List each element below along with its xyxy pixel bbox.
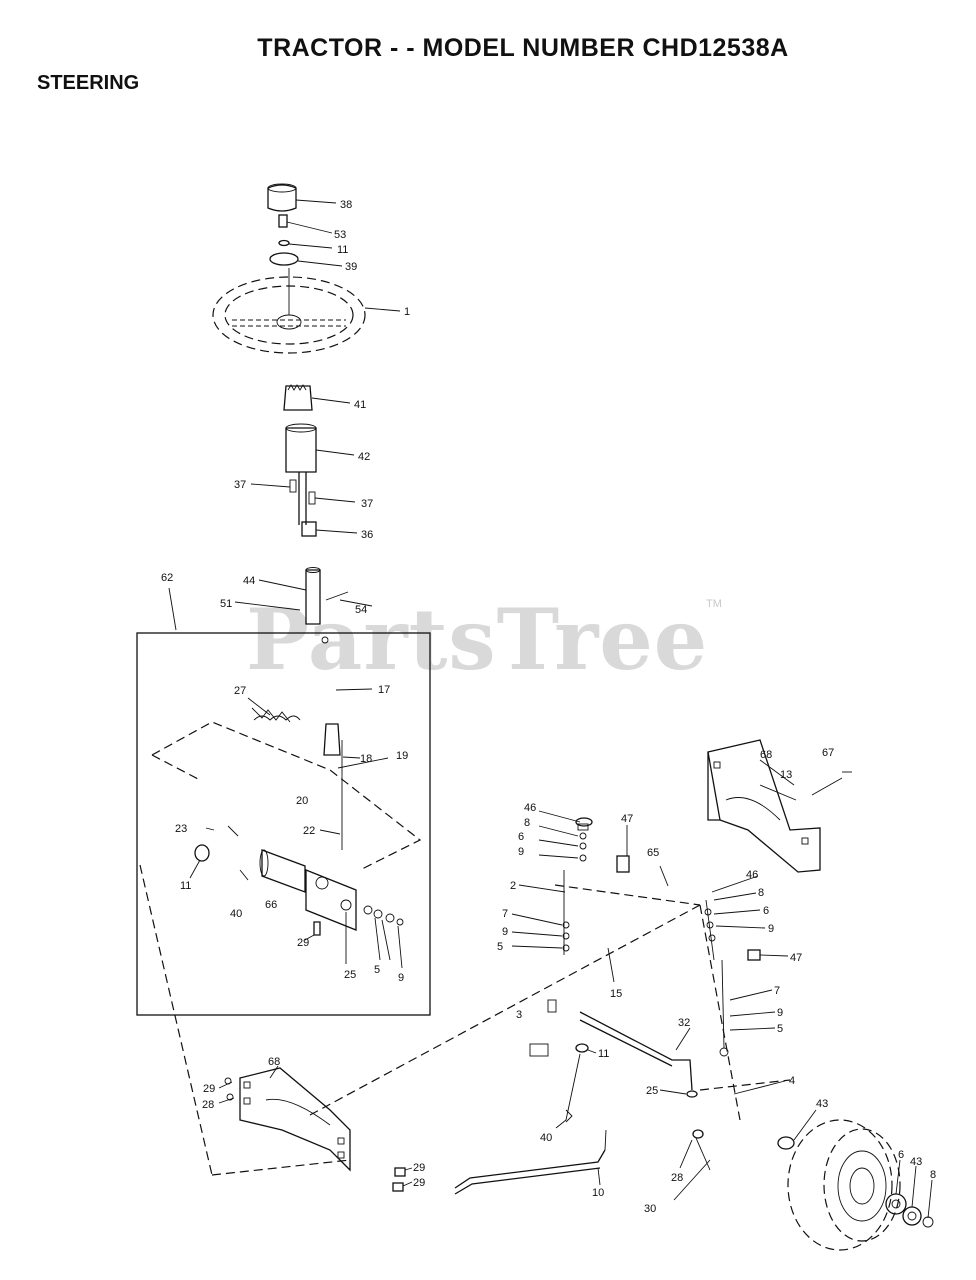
- callout-11: 11: [337, 244, 348, 256]
- callout-65: 65: [647, 847, 659, 859]
- callout-22: 22: [303, 825, 315, 837]
- callout-46: 46: [746, 869, 758, 881]
- callout-15: 15: [610, 988, 622, 1000]
- steering-washer: [269, 252, 343, 267]
- callout-6: 6: [518, 831, 524, 843]
- callout-1: 1: [404, 306, 410, 318]
- callout-9: 9: [768, 923, 774, 935]
- callout-11: 11: [598, 1048, 609, 1060]
- callout-9: 9: [398, 972, 404, 984]
- callout-28: 28: [671, 1172, 683, 1184]
- steering-adapter: [283, 384, 351, 411]
- callout-66: 66: [265, 899, 277, 911]
- callout-47: 47: [621, 813, 633, 825]
- callout-2: 2: [510, 880, 516, 892]
- callout-29: 29: [297, 937, 309, 949]
- callout-62: 62: [161, 572, 173, 584]
- callout-29: 29: [413, 1162, 425, 1174]
- callout-42: 42: [358, 451, 370, 463]
- callout-41: 41: [354, 399, 366, 411]
- steering-wheel: [212, 268, 401, 354]
- callout-8: 8: [524, 817, 530, 829]
- callout-6: 6: [763, 905, 769, 917]
- callout-40: 40: [230, 908, 242, 920]
- callout-68: 68: [268, 1056, 280, 1068]
- callout-5: 5: [777, 1023, 783, 1035]
- watermark-logo: PartsTree: [246, 590, 709, 689]
- callout-13: 13: [780, 769, 792, 781]
- callout-53: 53: [334, 229, 346, 241]
- front-wheel: [777, 1109, 934, 1251]
- callout-17: 17: [378, 684, 390, 696]
- callout-51: 51: [220, 598, 232, 610]
- steering-shaft-upper: [250, 472, 358, 537]
- tie-rod: [555, 1011, 786, 1129]
- callout-44: 44: [243, 575, 255, 587]
- callout-25: 25: [344, 969, 356, 981]
- callout-5: 5: [374, 964, 380, 976]
- drag-link-lines: [139, 864, 791, 1176]
- callout-54: 54: [355, 604, 367, 616]
- gear-box-frame: [136, 587, 431, 1016]
- callout-9: 9: [518, 846, 524, 858]
- callout-30: 30: [644, 1203, 656, 1215]
- callout-36: 36: [361, 529, 373, 541]
- callout-32: 32: [678, 1017, 690, 1029]
- callout-8: 8: [758, 887, 764, 899]
- section-title: STEERING: [37, 72, 140, 94]
- page-title: TRACTOR - - MODEL NUMBER CHD12538A: [257, 34, 789, 62]
- callout-46: 46: [524, 802, 536, 814]
- callout-4: 4: [789, 1075, 795, 1087]
- callout-labels: 38 53 11 39 1 41 42 37 37 36 62 44 51 54…: [161, 199, 936, 1215]
- callout-20: 20: [296, 795, 308, 807]
- right-frame-bracket: [707, 739, 852, 873]
- callout-37: 37: [234, 479, 246, 491]
- callout-29: 29: [203, 1083, 215, 1095]
- callout-6: 6: [898, 1149, 904, 1161]
- left-frame-bracket: [218, 1065, 413, 1192]
- callout-18: 18: [360, 753, 372, 765]
- callout-3: 3: [516, 1009, 522, 1021]
- callout-7: 7: [502, 908, 508, 920]
- callout-9: 9: [502, 926, 508, 938]
- steering-cap: [267, 183, 337, 212]
- callout-10: 10: [592, 1187, 604, 1199]
- callout-8: 8: [930, 1169, 936, 1181]
- callout-27: 27: [234, 685, 246, 697]
- trademark-mark: TM: [706, 598, 722, 610]
- callout-37: 37: [361, 498, 373, 510]
- callout-7: 7: [774, 985, 780, 997]
- lock-washer: [278, 239, 333, 249]
- callout-19: 19: [396, 750, 408, 762]
- right-spindle-stack: [704, 875, 789, 1057]
- callout-28: 28: [202, 1099, 214, 1111]
- callout-68: 68: [760, 749, 772, 761]
- spindle-arm: [673, 1129, 711, 1201]
- callout-29: 29: [413, 1177, 425, 1189]
- callout-47: 47: [790, 952, 802, 964]
- steering-shaft-lower: [234, 567, 373, 644]
- callout-9: 9: [777, 1007, 783, 1019]
- left-spindle-stack: [511, 810, 669, 1057]
- callout-11: 11: [180, 880, 191, 892]
- callout-38: 38: [340, 199, 352, 211]
- callout-40: 40: [540, 1132, 552, 1144]
- gear-assembly: [151, 688, 422, 969]
- steering-bolt: [278, 214, 333, 234]
- callout-23: 23: [175, 823, 187, 835]
- callout-67: 67: [822, 747, 834, 759]
- drag-link-rod: [454, 1129, 607, 1195]
- steering-bellows: [285, 423, 355, 473]
- callout-43: 43: [910, 1156, 922, 1168]
- callout-43: 43: [816, 1098, 828, 1110]
- callout-25: 25: [646, 1085, 658, 1097]
- callout-5: 5: [497, 941, 503, 953]
- callout-39: 39: [345, 261, 357, 273]
